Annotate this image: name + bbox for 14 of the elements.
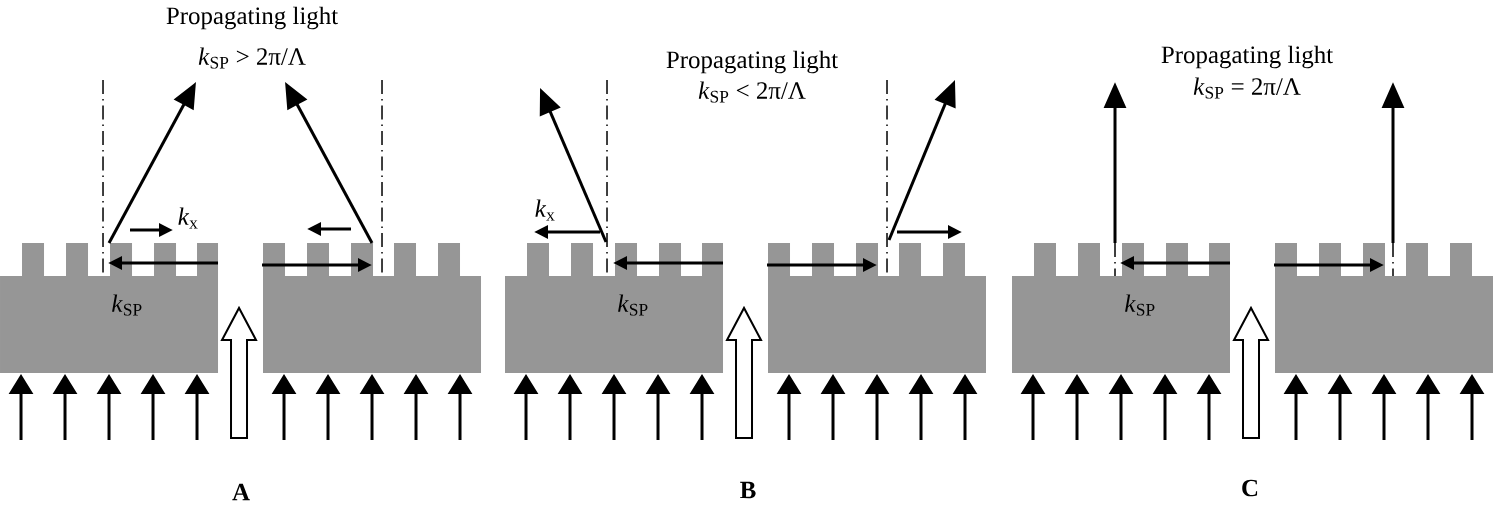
formula-label: k$_{SP}$ > 2π/Λ <box>198 47 306 69</box>
wave-vector-label: k$_{x}$ <box>535 199 555 221</box>
panel-label: A <box>232 483 250 501</box>
heading: Propagating light <box>166 6 338 30</box>
wave-vector-label: k$_{SP}$ <box>1125 294 1155 316</box>
heading: Propagating light <box>1161 45 1333 69</box>
panel-label: C <box>1242 479 1258 497</box>
heading: Propagating light <box>666 50 838 74</box>
wave-vector-label: k$_{SP}$ <box>112 294 142 316</box>
formula-label: k$_{SP}$ < 2π/Λ <box>698 81 806 103</box>
formula-label: k$_{SP}$ = 2π/Λ <box>1193 77 1301 99</box>
panel-label: B <box>740 481 756 499</box>
wave-vector-label: k$_{SP}$ <box>618 294 648 316</box>
wave-vector-label: k$_{x}$ <box>178 207 198 229</box>
